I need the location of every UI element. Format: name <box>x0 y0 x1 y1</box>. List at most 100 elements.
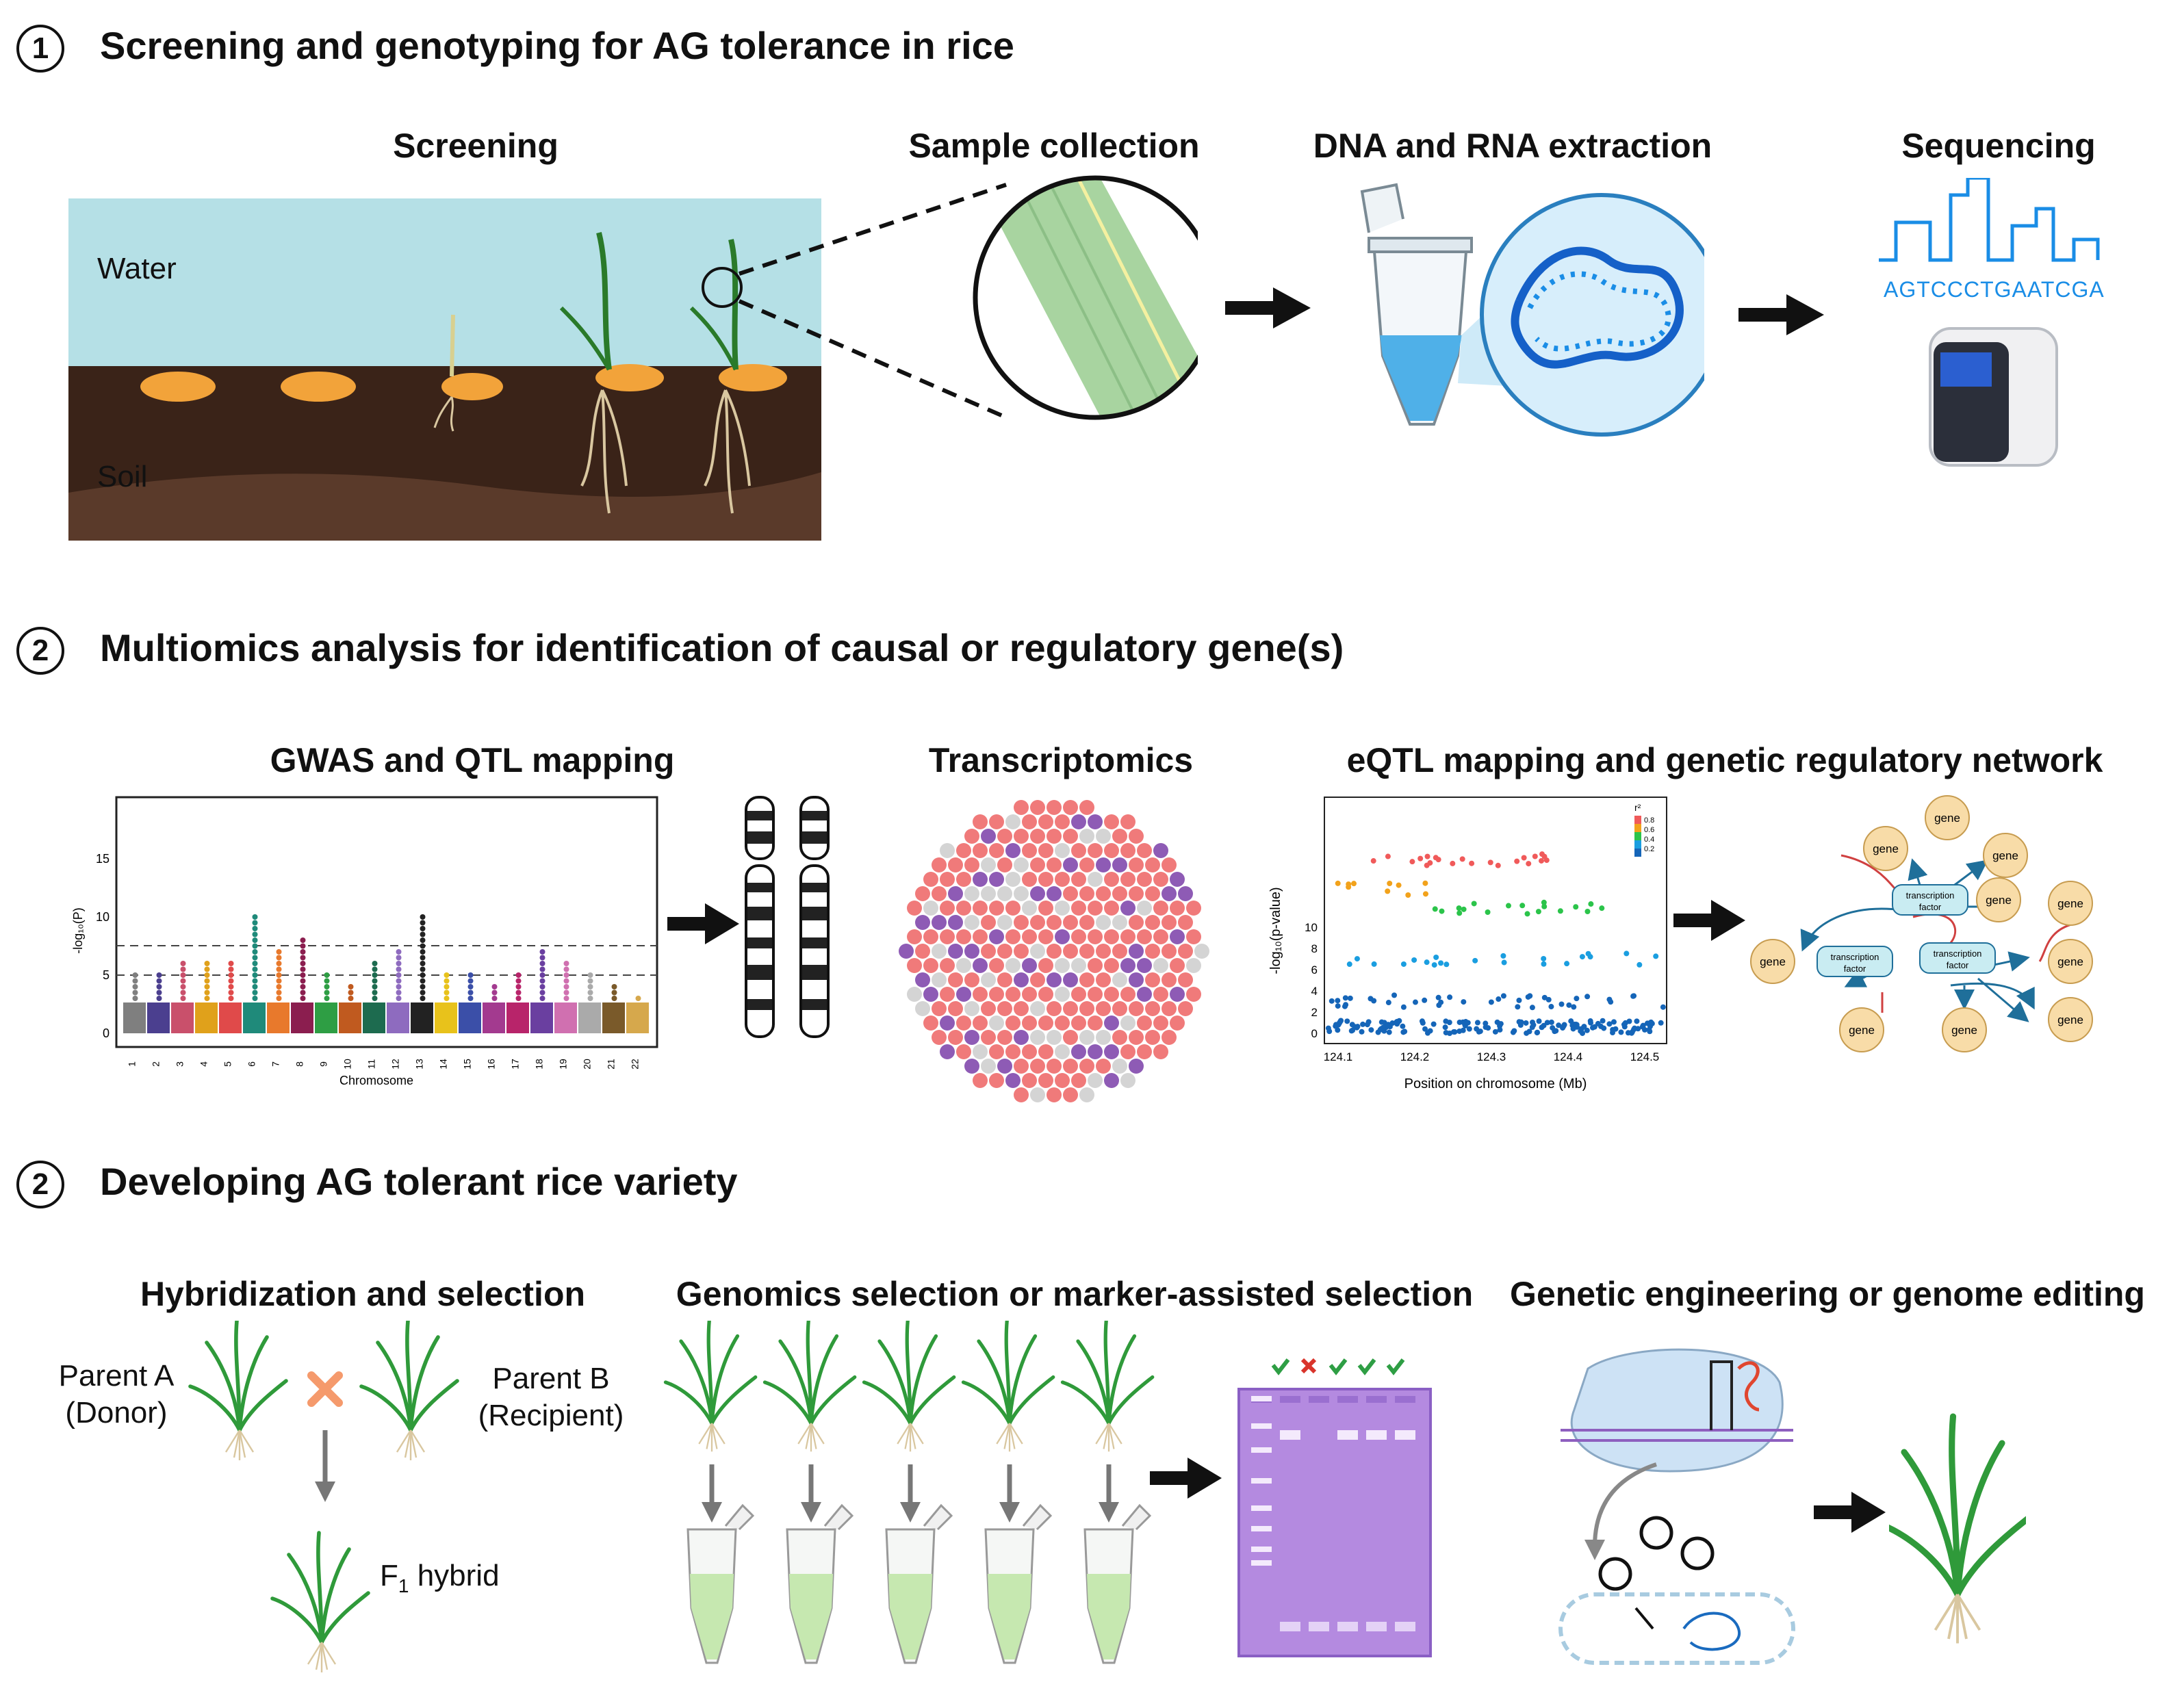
manhattan-point <box>252 972 258 978</box>
expression-cell <box>1005 814 1021 829</box>
manhattan-point <box>252 931 258 937</box>
expression-cell <box>1137 987 1152 1002</box>
arrow-icon <box>1673 900 1745 941</box>
expression-cell <box>1186 929 1201 944</box>
expression-cell <box>1104 843 1119 858</box>
tube-cap <box>923 1503 953 1531</box>
eqtl-point <box>1368 1027 1374 1033</box>
expression-cell <box>1047 829 1062 844</box>
eqtl-point <box>1400 1004 1407 1010</box>
eqtl-point <box>1424 862 1430 868</box>
expression-cell <box>1112 1059 1127 1074</box>
manhattan-point <box>300 972 306 978</box>
manhattan-point <box>228 984 234 989</box>
rice-plant-icon <box>862 1321 956 1452</box>
expression-cell <box>989 987 1004 1002</box>
gel-well <box>1337 1396 1358 1403</box>
parent-b-role: (Recipient) <box>478 1399 624 1432</box>
expression-cell <box>1079 1087 1094 1102</box>
manhattan-point <box>372 989 378 996</box>
eqtl-ytick: 8 <box>1311 942 1318 955</box>
eqtl-point <box>1630 993 1637 999</box>
eqtl-point <box>1495 862 1501 868</box>
expression-cell <box>1178 1001 1193 1016</box>
eqtl-point <box>1587 954 1593 960</box>
manhattan-point <box>587 989 593 996</box>
manhattan-point <box>539 949 546 955</box>
expression-cell <box>1153 872 1168 887</box>
soil-label: Soil <box>97 460 148 493</box>
manhattan-xtick: 16 <box>486 1059 497 1070</box>
expression-cell <box>940 958 955 973</box>
expression-cell <box>1030 1087 1045 1102</box>
manhattan-point <box>276 961 282 966</box>
expression-cell <box>1030 944 1045 959</box>
expression-cell <box>1120 843 1135 858</box>
expression-cell <box>1170 1015 1185 1031</box>
expression-cell <box>1129 886 1144 901</box>
sample-collection-title: Sample collection <box>908 127 1200 165</box>
expression-cell <box>1055 929 1070 944</box>
eqtl-point <box>1606 1021 1613 1027</box>
expression-cell <box>1005 843 1021 858</box>
expression-cell <box>956 872 971 887</box>
transcription-factor-node <box>1817 946 1893 977</box>
manhattan-point <box>300 984 306 989</box>
gene-label: gene <box>1760 955 1786 968</box>
eqtl-point <box>1351 881 1357 887</box>
eqtl-point <box>1471 901 1477 907</box>
gene-node <box>1839 1007 1884 1052</box>
cross-icon <box>1300 1358 1317 1374</box>
sample-band <box>1395 1622 1415 1631</box>
expression-cell <box>1137 872 1152 887</box>
expression-cell <box>1079 915 1094 930</box>
eqtl-point <box>1518 1019 1524 1025</box>
manhattan-chrom-band <box>315 1002 337 1033</box>
eqtl-legend-value: 0.2 <box>1644 845 1654 853</box>
eqtl-point <box>1501 959 1507 966</box>
eqtl-point <box>1557 908 1563 914</box>
manhattan-point <box>252 926 258 931</box>
manhattan-point <box>132 984 138 989</box>
manhattan-xtick: 14 <box>438 1059 449 1070</box>
manhattan-xtick: 9 <box>318 1061 329 1067</box>
manhattan-point <box>420 955 426 961</box>
expression-cell <box>1071 1015 1086 1031</box>
eqtl-point <box>1645 1020 1651 1026</box>
ladder-band <box>1251 1526 1272 1531</box>
sample-zoom <box>738 175 1198 420</box>
eqtl-ytick: 4 <box>1311 985 1318 998</box>
expression-cell <box>923 987 938 1002</box>
tube-liquid <box>690 1574 734 1659</box>
manhattan-point <box>396 989 402 996</box>
eqtl-point <box>1430 1021 1437 1027</box>
rice-plant-icon <box>1060 1321 1155 1452</box>
expression-cell <box>1022 1044 1037 1059</box>
manhattan-point <box>372 984 378 989</box>
manhattan-ytick: 10 <box>96 910 110 924</box>
expression-cell <box>1022 843 1037 858</box>
expression-cell <box>940 872 955 887</box>
eqtl-point <box>1571 1004 1577 1010</box>
expression-cell <box>1112 829 1127 844</box>
manhattan-point <box>300 989 306 996</box>
manhattan-point <box>491 989 498 996</box>
manhattan-xtick: 6 <box>246 1061 257 1067</box>
expression-cell <box>1129 944 1144 959</box>
gel-well <box>1309 1396 1329 1403</box>
eqtl-point <box>1625 1030 1631 1036</box>
transcriptomics-honeycomb <box>899 800 1209 1102</box>
eqtl-point <box>1523 1020 1529 1026</box>
eqtl-point <box>1432 906 1438 912</box>
manhattan-point <box>420 949 426 955</box>
expression-cell <box>932 944 947 959</box>
manhattan-point <box>467 996 474 1001</box>
eqtl-point <box>1634 1018 1640 1024</box>
expression-cell <box>1005 1015 1021 1031</box>
section-1-number: 1 <box>16 25 64 73</box>
eqtl-point <box>1424 959 1430 966</box>
eqtl-point <box>1344 1018 1350 1024</box>
expression-cell <box>997 944 1012 959</box>
eqtl-ytick: 6 <box>1311 963 1318 976</box>
eqtl-point <box>1623 950 1630 957</box>
